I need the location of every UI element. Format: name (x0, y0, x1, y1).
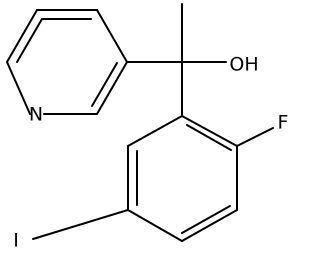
atom-iodine: I (13, 230, 19, 252)
bond-bz-4 (127, 209, 183, 242)
bond-py-3 (96, 61, 128, 115)
bond-bz-1-inner (186, 124, 232, 151)
bond-to-fluorine (236, 127, 274, 147)
atom-nitrogen: N (29, 104, 43, 126)
bond-bz-3-inner (181, 205, 231, 234)
bond-py-6 (6, 9, 38, 63)
atom-labels: N OH F I (13, 54, 288, 252)
bond-bz-6 (127, 115, 183, 147)
bond-i (32, 209, 129, 240)
central-carbon-bonds (126, 3, 227, 117)
bond-py-3-inner (91, 62, 118, 107)
bond-py-6-inner (16, 18, 43, 63)
bond-bz-1 (181, 115, 238, 147)
pyridine-ring (6, 9, 128, 115)
bond-py-2 (96, 9, 128, 63)
atom-hydroxyl: OH (229, 54, 258, 76)
bond-bz-3 (181, 209, 238, 242)
atom-fluorine: F (278, 112, 289, 134)
benzene-ring (127, 115, 238, 242)
substituent-bonds (32, 127, 274, 240)
structure-diagram: N OH F I (6, 3, 288, 252)
bond-py-5 (6, 61, 31, 115)
